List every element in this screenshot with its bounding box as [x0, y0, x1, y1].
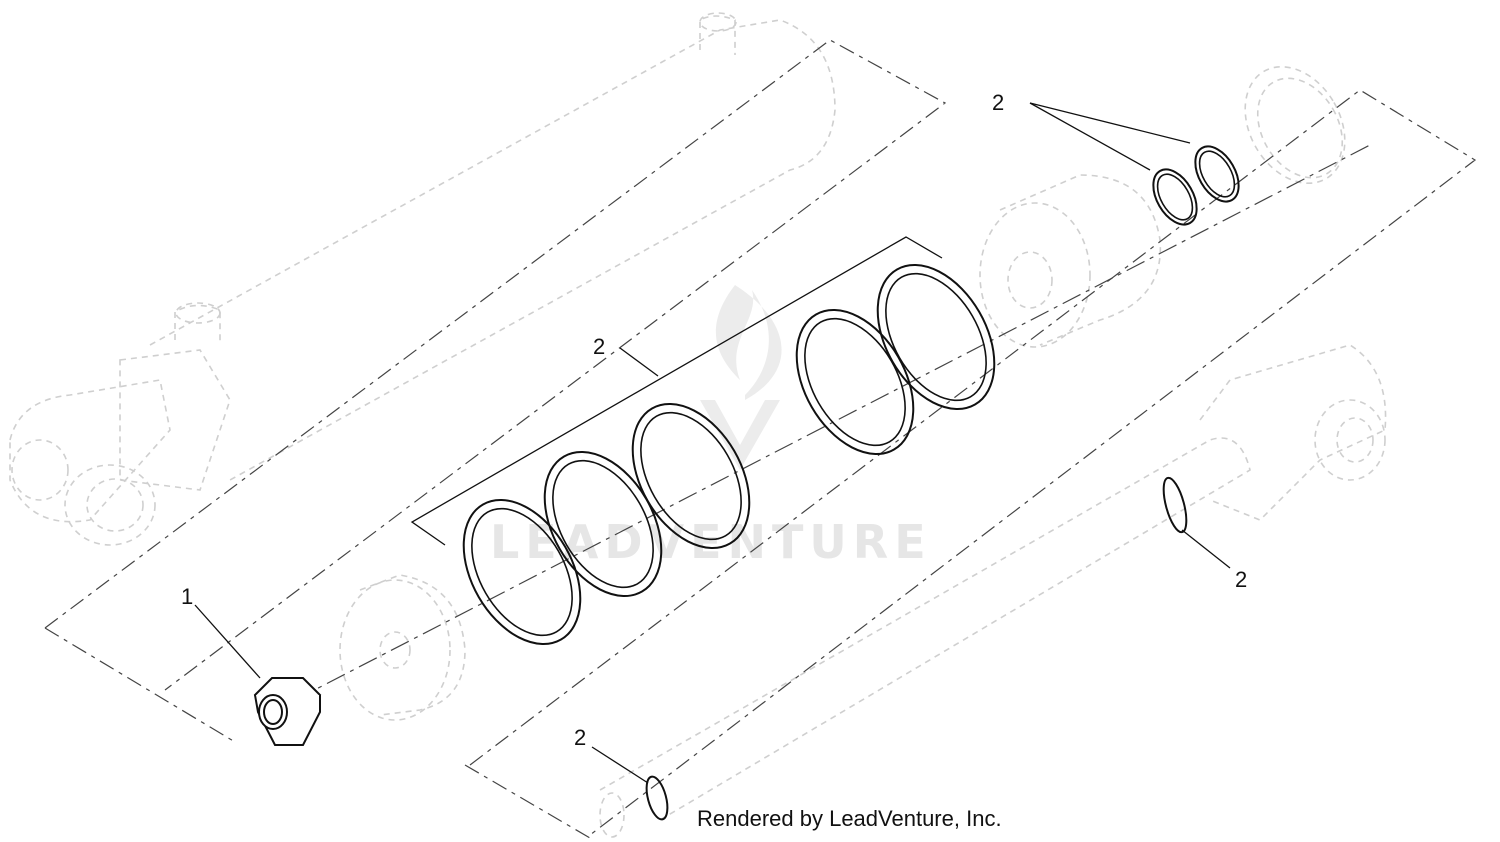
callout-nut: 1 [181, 584, 193, 609]
callout-piston-seals: 2 [593, 334, 605, 359]
rod-seal-ring-bottom [645, 775, 669, 821]
end-cap-ring-ghost [1244, 65, 1346, 185]
piston-seal-rings [462, 263, 996, 646]
leader-rod-end-seal-b [1029, 102, 1191, 144]
callout-rod-end-seals: 2 [992, 90, 1004, 115]
leader-nut [194, 604, 261, 679]
piston-seals-bracket [410, 236, 943, 546]
v-logo-icon [700, 400, 780, 470]
leader-rod-end-seal-a [1029, 102, 1151, 171]
callout-rod-seal-bottom: 2 [574, 725, 586, 750]
callout-rod-seal-right: 2 [1235, 567, 1247, 592]
flame-logo-icon [715, 285, 782, 400]
cylinder-barrel-ghost [9, 12, 836, 546]
rod-end-seal-rings [1152, 145, 1240, 226]
leader-rod-seal-bottom [591, 746, 649, 784]
leader-rod-seal-right [1181, 529, 1231, 569]
leader-piston-seals [619, 347, 659, 377]
rod-seal-ring-right [1162, 476, 1188, 534]
piston-ghost [979, 174, 1162, 348]
hex-nut [253, 677, 322, 746]
leadventure-watermark: LEADVENTURE [490, 285, 926, 569]
piston-rod-ghost [599, 344, 1387, 838]
render-credit: Rendered by LeadVenture, Inc. [697, 806, 1002, 831]
gland-ghost [339, 574, 466, 721]
